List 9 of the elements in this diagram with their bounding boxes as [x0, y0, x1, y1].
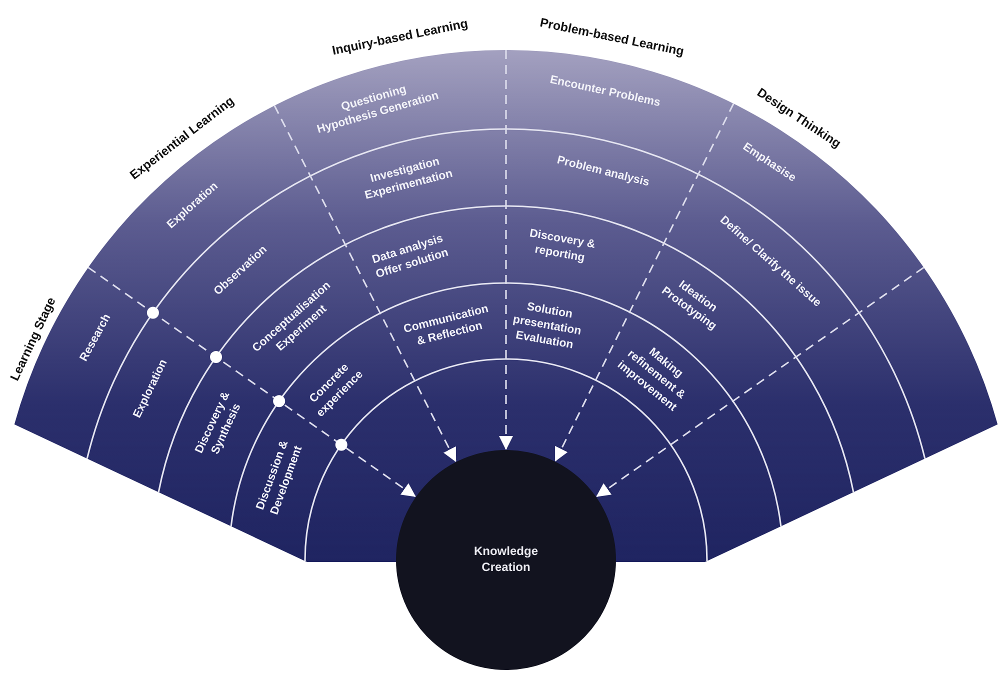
dashed-arrow — [274, 105, 457, 462]
dashed-arrow — [499, 50, 513, 450]
dashed-arrow — [554, 103, 734, 462]
stage-label: Encounter Problems — [548, 73, 663, 112]
dashed-arrow — [88, 266, 416, 498]
stage-label: Problem analysis — [554, 153, 652, 191]
dashed-arrow — [596, 266, 924, 498]
stage-label: Discovery & reporting — [528, 226, 598, 266]
circle-label: Knowledge Creation — [472, 544, 539, 576]
